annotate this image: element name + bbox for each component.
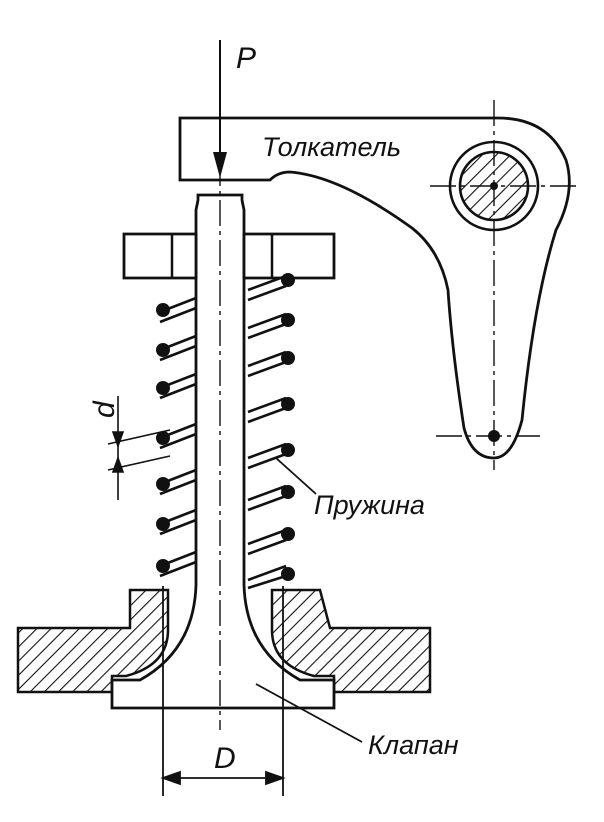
spring-retainer — [122, 232, 336, 280]
valve-seat — [16, 588, 432, 694]
spring-label: Пружина — [314, 490, 425, 520]
valve — [110, 193, 336, 710]
valve-diameter-label: D — [214, 742, 236, 775]
valve-label: Клапан — [368, 730, 459, 760]
pusher-label: Толкатель — [262, 132, 401, 162]
valve-diameter-dimension — [160, 586, 286, 796]
force-label: P — [236, 42, 256, 75]
force-arrow — [213, 40, 227, 178]
wire-diameter-dimension — [107, 396, 171, 500]
leader-lines — [255, 457, 363, 743]
wire-diameter-label: d — [88, 400, 121, 418]
spring-wire-sections — [156, 273, 295, 581]
